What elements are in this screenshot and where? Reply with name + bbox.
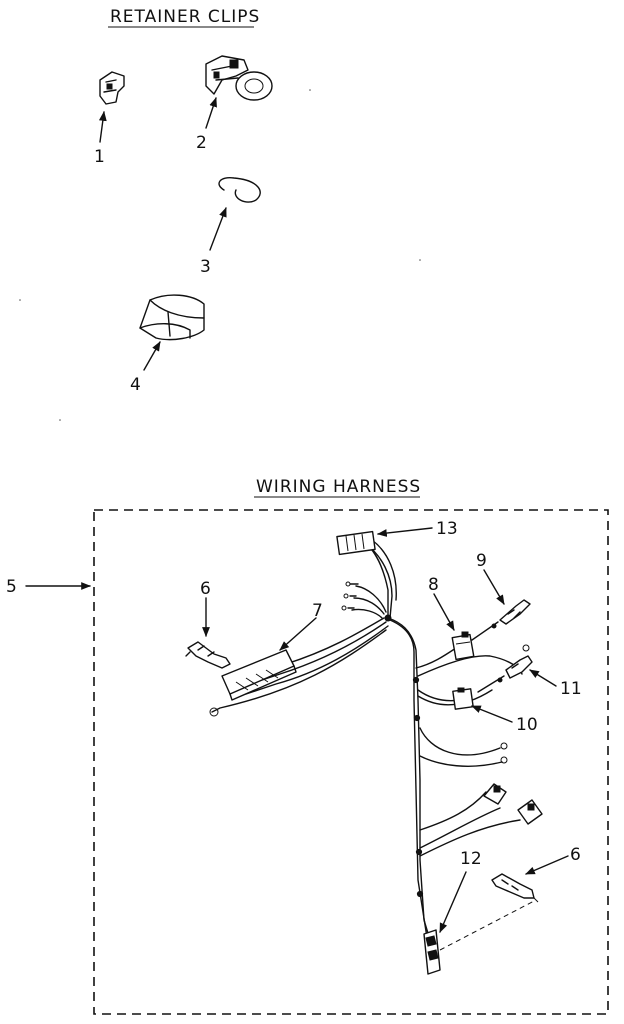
leader-10 (471, 705, 513, 723)
callout-6-left: 6 (200, 579, 211, 599)
wire-end-terminals (500, 742, 508, 764)
connectors-lower-right (483, 783, 543, 825)
harness-wires (211, 539, 523, 945)
connector-block-7-drawing (221, 649, 297, 701)
retainer-clips-title: RETAINER CLIPS (110, 7, 260, 27)
retainer-clip-2-drawing (205, 55, 273, 101)
callout-5: 5 (6, 577, 17, 597)
connector-10-drawing (452, 687, 474, 710)
leader-2 (205, 97, 217, 129)
connector-8-drawing (451, 631, 475, 661)
terminal-6-left-drawing (185, 641, 231, 669)
callout-9: 9 (476, 551, 487, 571)
print-specks (19, 89, 421, 421)
leader-9 (483, 569, 505, 605)
callout-2: 2 (196, 133, 207, 153)
connector-13-drawing (336, 530, 376, 556)
callout-1: 1 (94, 147, 105, 167)
retainer-clip-1-drawing (99, 71, 125, 105)
callout-12: 12 (460, 849, 482, 869)
leader-13 (377, 527, 433, 537)
leader-3 (209, 207, 227, 251)
callout-7: 7 (312, 601, 323, 621)
terminal-11-drawing (477, 644, 533, 693)
callout-8: 8 (428, 575, 439, 595)
callout-13: 13 (436, 519, 458, 539)
leader-12 (439, 871, 467, 933)
leader-4 (143, 341, 161, 371)
retainer-clip-4-drawing (139, 294, 205, 341)
leader-6-right (525, 855, 569, 875)
leader-7 (279, 617, 317, 651)
callout-11: 11 (560, 679, 582, 699)
wiring-harness-title: WIRING HARNESS (256, 477, 421, 497)
callout-10: 10 (516, 715, 538, 735)
leader-11 (529, 669, 557, 687)
dashed-link-12-6 (439, 899, 537, 951)
callout-6-right: 6 (570, 845, 581, 865)
terminals-near-13 (341, 581, 359, 611)
connector-12-drawing (423, 929, 441, 975)
harness-kit-box (93, 509, 609, 1015)
bundle-ties (384, 614, 424, 898)
terminal-6-right-drawing (491, 873, 539, 903)
callout-3: 3 (200, 257, 211, 277)
leader-1 (98, 111, 107, 143)
leader-8 (433, 593, 455, 631)
ring-terminal (209, 707, 219, 717)
callout-4: 4 (130, 375, 141, 395)
retainer-clip-3-drawing (218, 176, 261, 203)
terminal-9-drawing (471, 599, 531, 641)
